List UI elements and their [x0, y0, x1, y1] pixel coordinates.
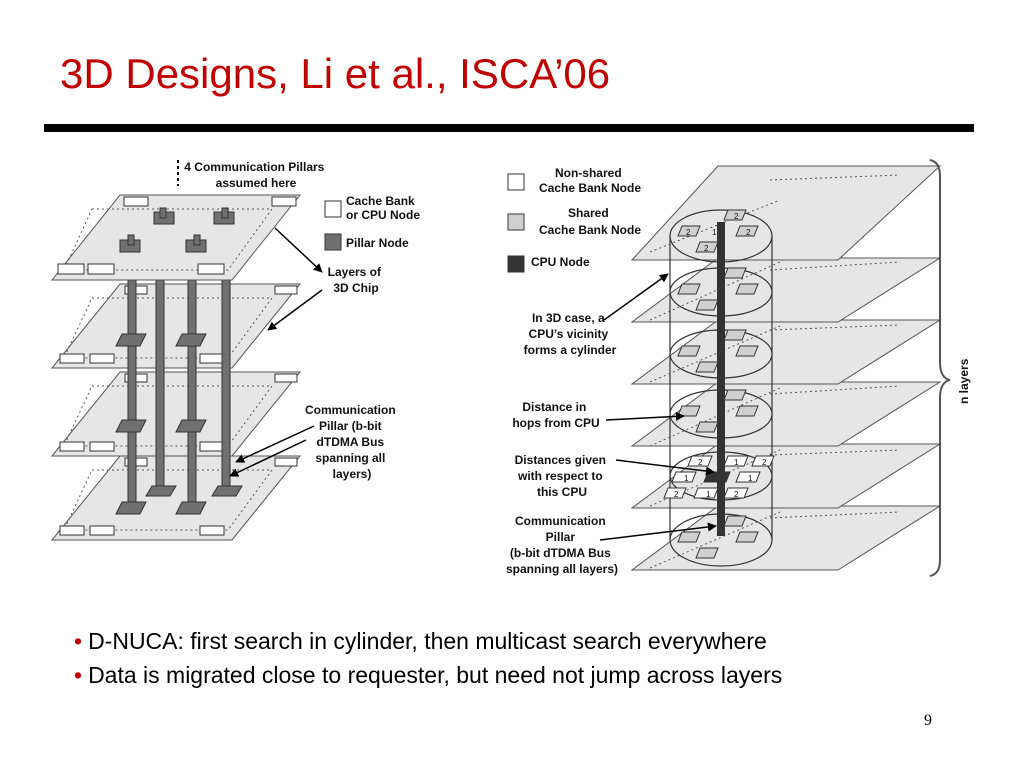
svg-text:2: 2 — [698, 458, 703, 467]
pillars-label: 4 Communication Pillars assumed here — [184, 160, 327, 190]
hop-labels: 2 2 1 2 2 2 1 2 1 1 2 1 2 — [674, 212, 767, 499]
cylinder-nodes — [677, 209, 759, 559]
n-layers-brace — [929, 159, 951, 577]
svg-text:2: 2 — [674, 490, 679, 499]
legend-cpu-swatch — [507, 255, 525, 273]
svg-text:1: 1 — [748, 474, 753, 483]
svg-text:1: 1 — [684, 474, 689, 483]
left-pillars — [115, 269, 243, 515]
svg-text:1: 1 — [706, 490, 711, 499]
comm-pillar-arrow-2 — [229, 439, 307, 477]
pillar-arrow — [599, 522, 717, 541]
legend-shared-swatch — [507, 213, 525, 231]
svg-text:2: 2 — [762, 458, 767, 467]
distances-label: Distances given with respect to this CPU — [515, 453, 610, 499]
bullet-dot: • — [74, 662, 83, 688]
legend-non-shared-label: Non-shared Cache Bank Node — [539, 166, 641, 195]
n-layers-label: n layers — [957, 358, 971, 404]
page-number: 9 — [924, 712, 932, 729]
legend-cpu-label: CPU Node — [531, 255, 590, 269]
comm-pillar-arrow-1 — [235, 425, 315, 463]
right-layer-dotted-lines — [649, 174, 901, 569]
title-rule — [44, 124, 974, 132]
svg-text:2: 2 — [734, 490, 739, 499]
bullet-item: •D-NUCA: first search in cylinder, then … — [74, 624, 782, 658]
cylinder-arrow — [603, 273, 669, 321]
bullet-list: •D-NUCA: first search in cylinder, then … — [74, 624, 782, 692]
legend-pillar-node-label: Pillar Node — [346, 236, 409, 250]
left-layer-4 — [50, 455, 302, 541]
comm-pillar-label: Communication Pillar (b-bit dTDMA Bus sp… — [305, 403, 399, 481]
distances-arrow — [615, 459, 715, 476]
central-pillar — [717, 222, 725, 536]
svg-text:2: 2 — [704, 244, 709, 253]
slide-title: 3D Designs, Li et al., ISCA’06 — [60, 50, 611, 97]
left-layer-3 — [50, 371, 302, 457]
legend-non-shared-swatch — [507, 173, 525, 191]
bullet-dot: • — [74, 628, 83, 654]
distance-label: Distance in hops from CPU — [512, 400, 599, 430]
layers-arrow-up — [274, 227, 323, 273]
pillar-label: Communication Pillar (b-bit dTDMA Bus sp… — [506, 514, 618, 576]
svg-text:2: 2 — [746, 228, 751, 237]
bullet-item: •Data is migrated close to requester, bu… — [74, 658, 782, 692]
legend-cache-bank-label: Cache Bank or CPU Node — [346, 194, 420, 222]
svg-text:2: 2 — [734, 212, 739, 221]
svg-text:1: 1 — [734, 458, 739, 467]
legend-cache-bank-swatch — [324, 200, 342, 218]
bullet-text: Data is migrated close to requester, but… — [88, 662, 783, 688]
layers-label: Layers of 3D Chip — [328, 265, 385, 295]
left-layer-1 — [50, 194, 302, 281]
cylinder-label: In 3D case, a CPU’s vicinity forms a cyl… — [524, 311, 617, 357]
layers-arrow-down — [267, 289, 323, 331]
legend-pillar-node-swatch — [324, 233, 342, 251]
svg-text:2: 2 — [686, 228, 691, 237]
right-layers — [630, 165, 942, 571]
bullet-text: D-NUCA: first search in cylinder, then m… — [88, 628, 767, 654]
distance-arrow — [605, 411, 685, 421]
svg-text:1: 1 — [712, 228, 717, 237]
left-figure: 4 Communication Pillars assumed here Cac… — [50, 160, 420, 541]
legend-shared-label: Shared Cache Bank Node — [539, 206, 641, 237]
figure-svg: 4 Communication Pillars assumed here Cac… — [50, 159, 971, 577]
right-figure: 2 2 1 2 2 2 1 2 1 1 2 1 2 n layers Non-s… — [506, 159, 971, 577]
left-layer-2 — [50, 283, 302, 369]
cpu-layer-nodes — [663, 455, 775, 499]
